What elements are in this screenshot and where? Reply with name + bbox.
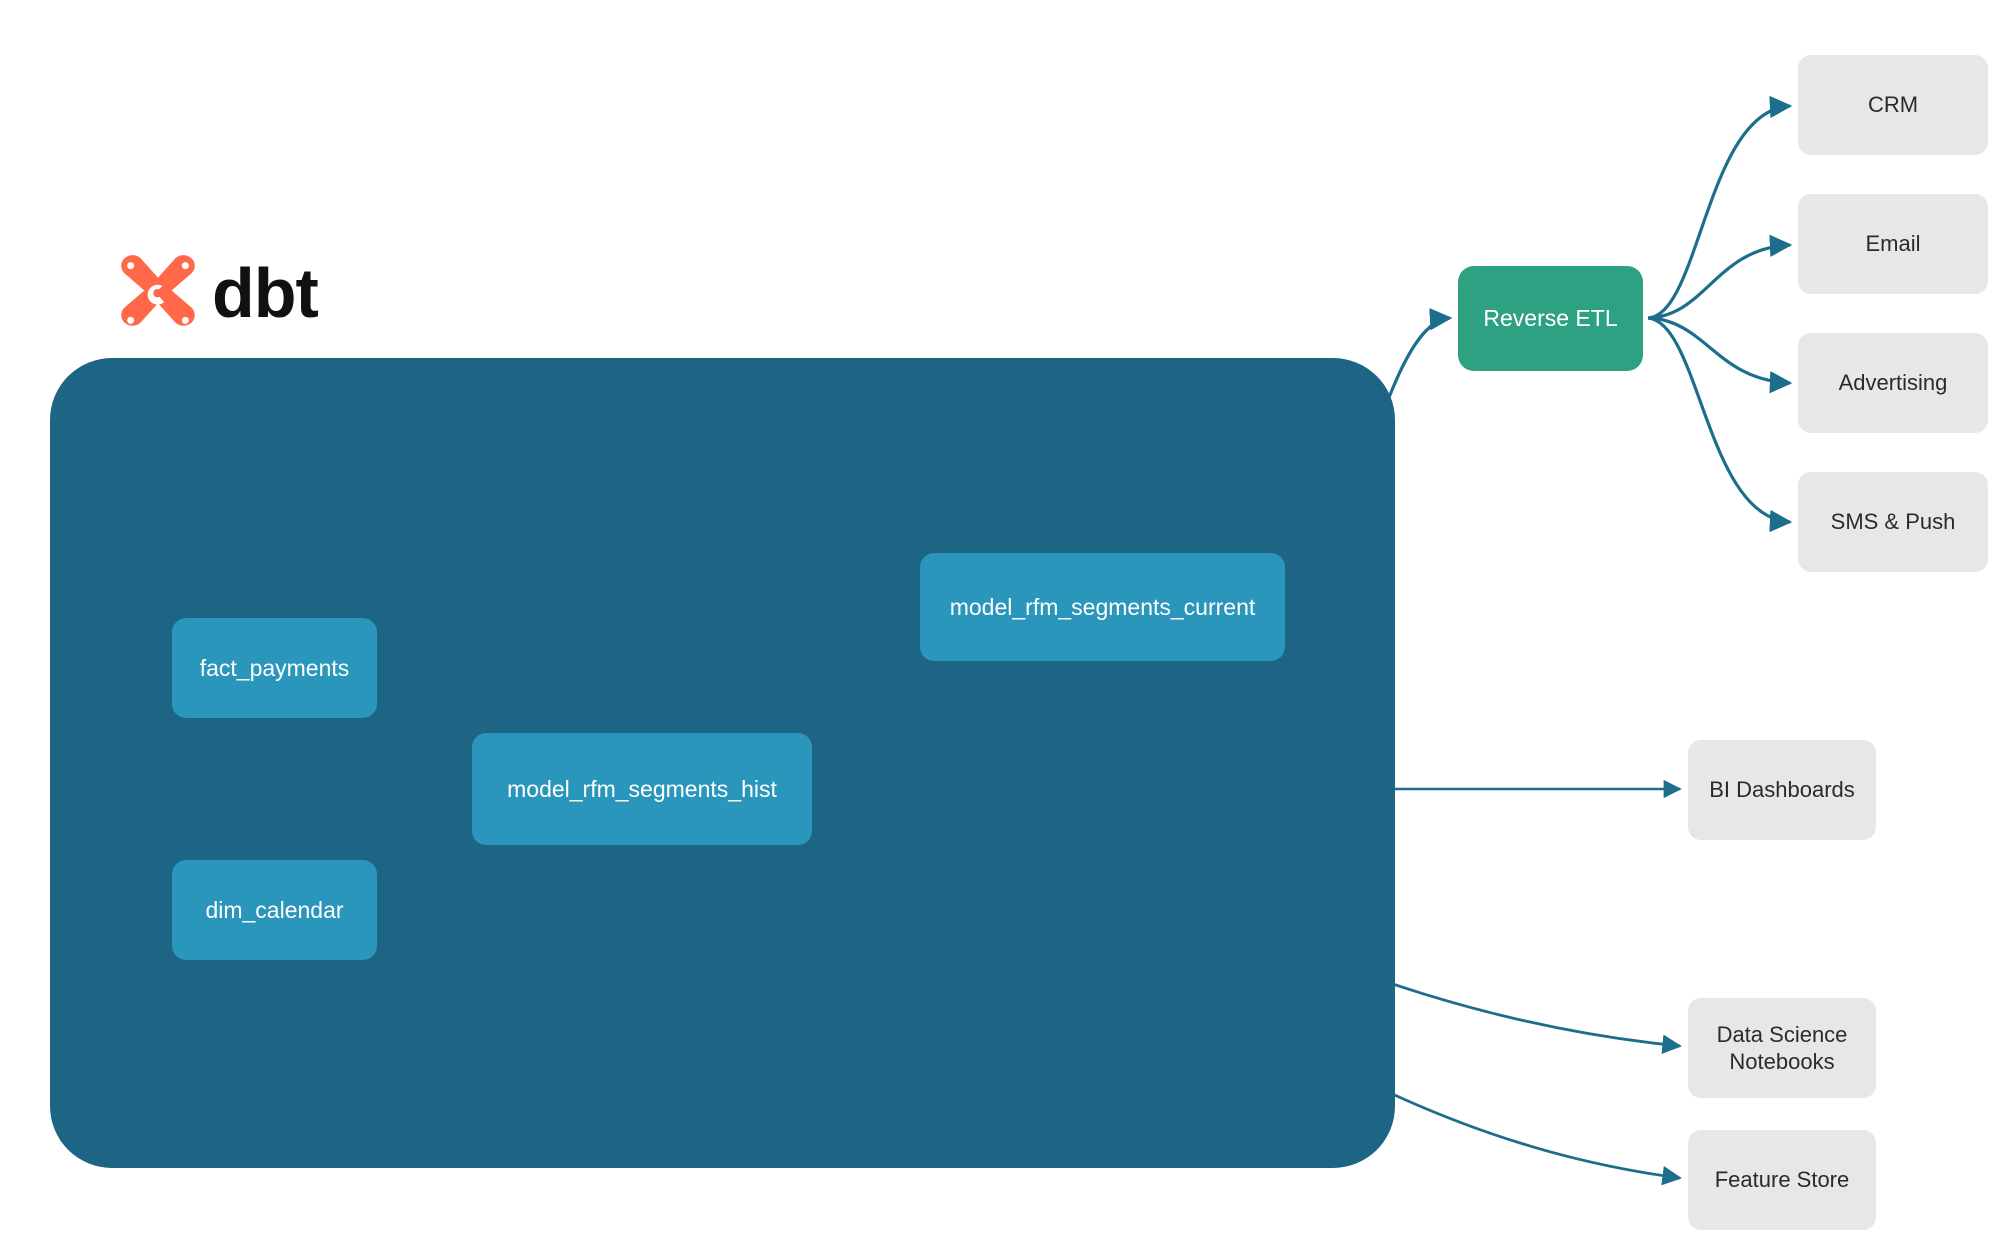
node-feature-store[interactable]: Feature Store <box>1688 1130 1876 1230</box>
node-bi-dashboards[interactable]: BI Dashboards <box>1688 740 1876 840</box>
node-label-line1: Data Science <box>1716 1021 1848 1047</box>
node-label-line2: Notebooks <box>1729 1049 1835 1074</box>
dbt-brand-lockup: dbt <box>120 254 319 332</box>
edge-reverse-etl-to-crm <box>1647 95 1793 320</box>
node-crm[interactable]: CRM <box>1798 55 1988 155</box>
node-model-rfm-segments-current[interactable]: model_rfm_segments_current <box>920 553 1285 661</box>
dbt-logo-icon <box>121 255 195 326</box>
node-model-rfm-segments-hist[interactable]: model_rfm_segments_hist <box>472 733 812 845</box>
node-fact-payments[interactable]: fact_payments <box>172 618 377 718</box>
dbt-wordmark: dbt <box>212 254 319 332</box>
edge-reverse-etl-to-email <box>1647 234 1793 320</box>
edge-reverse-etl-to-sms-push <box>1647 316 1793 533</box>
node-dim-calendar[interactable]: dim_calendar <box>172 860 377 960</box>
node-data-science-notebooks[interactable]: Data Science Notebooks <box>1688 998 1876 1098</box>
node-sms-push[interactable]: SMS & Push <box>1798 472 1988 572</box>
node-advertising[interactable]: Advertising <box>1798 333 1988 433</box>
node-reverse-etl[interactable]: Reverse ETL <box>1458 266 1643 371</box>
edge-reverse-etl-to-advertising <box>1647 316 1793 394</box>
node-email[interactable]: Email <box>1798 194 1988 294</box>
